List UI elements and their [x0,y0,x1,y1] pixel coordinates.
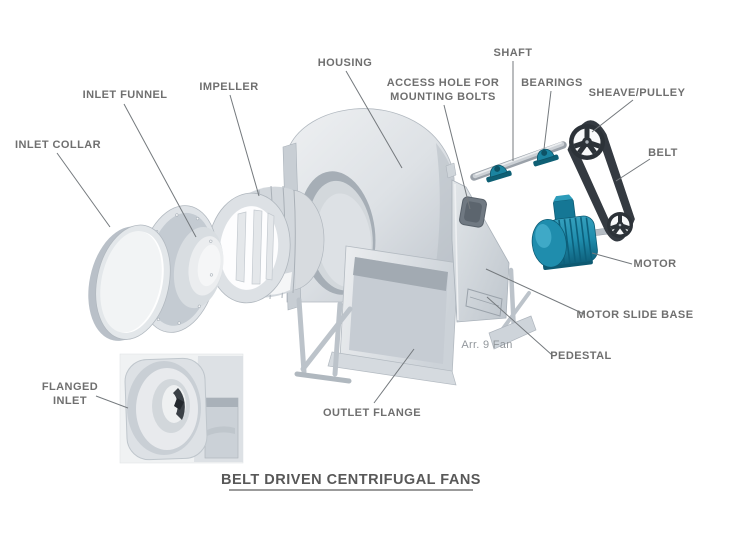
leader-outlet-flange [373,348,415,404]
bearing-left [486,164,512,183]
label-impeller: IMPELLER [199,81,258,93]
caption-arr-9-fan: Arr. 9 Fan [461,339,512,351]
diagram-title-group: BELT DRIVEN CENTRIFUGAL FANS [221,472,481,491]
leader-belt [615,158,651,182]
pedestal-base-frame [488,267,537,350]
label-pedestal: PEDESTAL [550,350,611,362]
flanged-inlet-inset [119,353,244,464]
label-shaft: SHAFT [494,47,533,59]
diagram-title: BELT DRIVEN CENTRIFUGAL FANS [221,472,481,488]
outlet-duct [327,245,459,386]
label-sheave-pulley: SHEAVE/PULLEY [589,87,686,99]
label-flanged-inlet-line1: FLANGED [42,381,98,393]
leader-sheave-pulley [591,99,634,133]
label-bearings: BEARINGS [521,77,583,89]
inlet-collar-part [88,224,171,341]
leader-motor [591,252,633,265]
leader-motor-slide-base [485,268,585,315]
leader-inlet-funnel [123,103,197,238]
impeller-part [207,185,325,304]
sheave-pulley-bottom [607,212,633,238]
leader-inlet-collar [56,152,111,228]
label-motor-slide-base: MOTOR SLIDE BASE [576,309,693,321]
leader-impeller [229,94,260,197]
label-flanged-inlet-line2: INLET [53,395,87,407]
support-frame [294,297,353,384]
outlet-flange-part [327,351,457,386]
leader-lines [56,61,651,409]
motor-slide-base-part [465,288,503,317]
leader-flanged-inlet [95,395,129,409]
leader-housing [345,70,403,169]
label-access-hole-line1: ACCESS HOLE FOR [387,77,499,89]
label-housing: HOUSING [318,57,373,69]
label-belt: BELT [648,147,678,159]
leader-access-hole [443,104,471,210]
housing-part [282,108,537,386]
pedestal-part [451,179,510,323]
motor-part [531,194,609,270]
bearing-right [533,148,559,167]
label-access-hole-line2: MOUNTING BOLTS [390,91,496,103]
leader-pedestal [486,296,553,356]
label-inlet-funnel: INLET FUNNEL [83,89,168,101]
part-labels: INLET COLLAR INLET FUNNEL IMPELLER HOUSI… [15,47,693,419]
label-outlet-flange: OUTLET FLANGE [323,407,421,419]
label-inlet-collar: INLET COLLAR [15,139,101,151]
access-hole-part [459,196,487,228]
label-motor: MOTOR [634,258,677,270]
sheave-pulley-top [569,124,605,160]
leader-bearings [543,90,552,150]
